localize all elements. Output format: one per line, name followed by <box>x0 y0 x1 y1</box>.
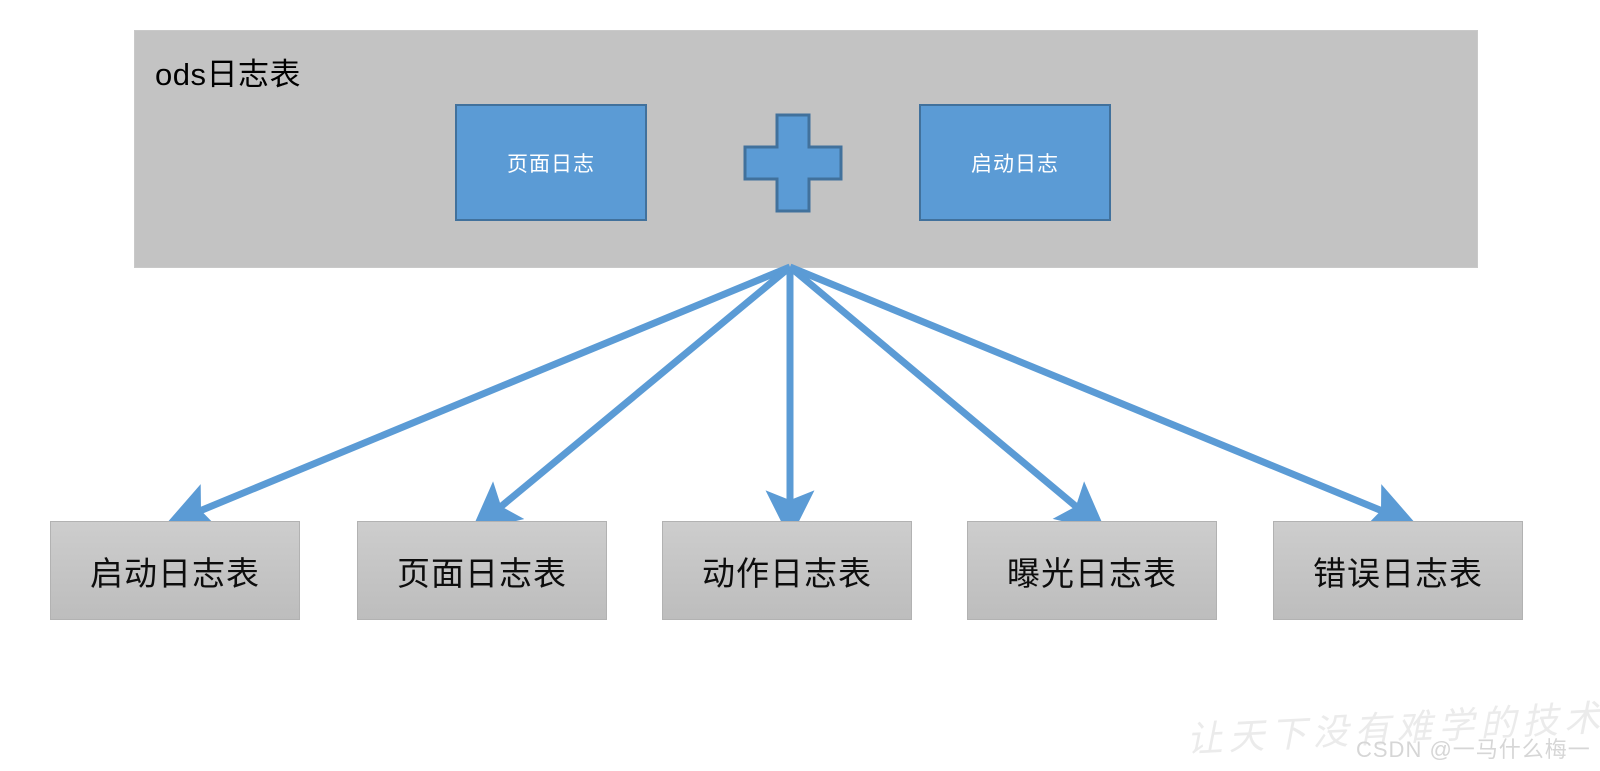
target-box-action-log-table-label: 动作日志表 <box>702 554 872 592</box>
target-box-error-log-table-label: 错误日志表 <box>1313 554 1483 592</box>
target-box-action-log-table[interactable]: 动作日志表 <box>662 521 912 620</box>
source-box-page-log[interactable]: 页面日志 <box>455 104 647 221</box>
target-box-exposure-log-table[interactable]: 曝光日志表 <box>967 521 1217 620</box>
target-box-start-log-table-label: 启动日志表 <box>90 554 260 592</box>
arrow-to-exposure-log-table <box>787 264 1106 532</box>
plus-icon <box>743 113 843 213</box>
target-box-error-log-table[interactable]: 错误日志表 <box>1273 521 1523 620</box>
arrow-to-start-log-table <box>164 263 792 530</box>
source-box-start-log-label: 启动日志 <box>971 152 1059 176</box>
target-box-page-log-table[interactable]: 页面日志表 <box>357 521 607 620</box>
target-box-start-log-table[interactable]: 启动日志表 <box>50 521 300 620</box>
source-box-start-log[interactable]: 启动日志 <box>919 104 1111 221</box>
arrow-to-error-log-table <box>788 263 1418 530</box>
ods-container-title: ods日志表 <box>155 57 301 92</box>
arrow-to-page-log-table <box>470 264 793 532</box>
csdn-credit-watermark: CSDN @一马什么梅一 <box>1356 737 1591 762</box>
target-box-exposure-log-table-label: 曝光日志表 <box>1007 554 1177 592</box>
target-box-page-log-table-label: 页面日志表 <box>397 554 567 592</box>
source-box-page-log-label: 页面日志 <box>507 152 595 176</box>
ods-log-table-container: ods日志表 页面日志 启动日志 <box>134 30 1478 268</box>
plus-operator <box>741 111 845 215</box>
